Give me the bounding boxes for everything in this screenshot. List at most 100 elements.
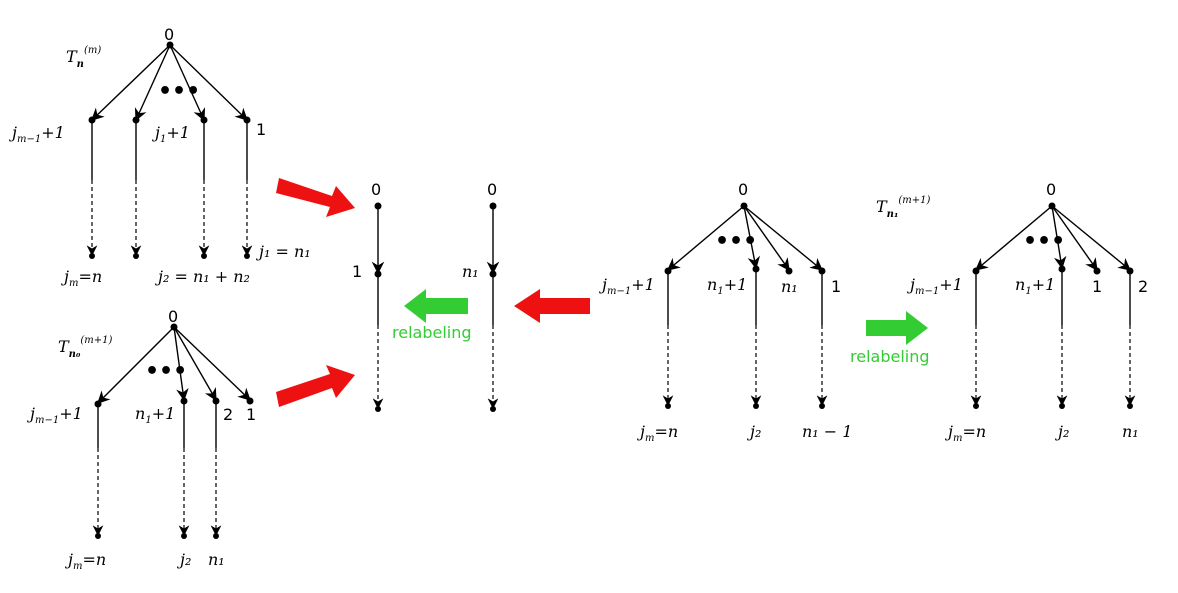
tree1-leaf-label: jm=n <box>61 267 102 289</box>
tree3-node <box>818 267 826 275</box>
chain2-node <box>489 202 497 210</box>
tree1-child-label: jm−1+1 <box>9 123 65 145</box>
tree4-node <box>1058 265 1066 273</box>
tree2-title: Tn₀(m+1) <box>58 335 112 360</box>
tree4-leaf-label: n₁ <box>1122 422 1139 441</box>
chain1-node <box>374 270 382 278</box>
tree-t-n0-m1: Tn₀(m+1) 0 ••• jm−1+1 n1+1 2 1 jm=n <box>27 307 256 572</box>
tree3-node <box>752 265 760 273</box>
chain-1: 0 1 <box>352 180 385 412</box>
tree2-edge <box>173 326 217 402</box>
tree4-edge <box>975 205 1053 271</box>
tree1-leaf-label: j₂ = n₁ + n₂ <box>155 267 250 286</box>
tree4-root-label: 0 <box>1046 180 1056 199</box>
tree1-node <box>243 116 251 124</box>
tree4-leaf-node <box>973 403 979 409</box>
tree2-leaf-node <box>213 533 219 539</box>
tree4-node <box>972 267 980 275</box>
tree4-child-label: jm−1+1 <box>907 275 963 297</box>
chain-2: 0 n₁ <box>462 180 500 412</box>
tree2-edge <box>173 326 251 401</box>
tree2-edge <box>173 326 189 402</box>
tree4-child-label: n1+1 <box>1015 275 1055 297</box>
tree2-child-label: 2 <box>223 405 233 424</box>
red-arrow-lower <box>276 365 355 407</box>
tree3-edge <box>667 205 745 271</box>
tree3-leaf-node <box>819 403 825 409</box>
tree3-leaf-label: j₂ <box>747 422 761 441</box>
tree3-ellipsis: ••• <box>715 229 757 254</box>
tree1-leaf-node <box>201 253 207 259</box>
tree2-leaf-node <box>181 533 187 539</box>
tree2-leaf-node <box>95 533 101 539</box>
tree4-ellipsis: ••• <box>1023 229 1065 254</box>
tree4-leaf-node <box>1059 403 1065 409</box>
tree1-title: Tn(m) <box>66 45 101 70</box>
tree4-node <box>1126 267 1134 275</box>
tree3-child-label: n₁ <box>781 277 798 296</box>
tree1-node <box>88 116 96 124</box>
tree2-edge <box>97 326 175 404</box>
tree1-edge <box>134 44 171 122</box>
tree1-edge <box>91 44 171 121</box>
tree1-ellipsis: ••• <box>158 79 200 104</box>
green-arrow-right <box>866 311 928 345</box>
tree-t-n1-m1: Tn₁(m+1) 0 ••• jm−1+1 n1+1 1 2 jm=n <box>876 180 1148 444</box>
tree2-node <box>246 397 254 405</box>
chain2-top-label: 0 <box>487 180 497 199</box>
tree3-edge <box>743 205 761 270</box>
tree3-root-label: 0 <box>738 180 748 199</box>
tree3-edge <box>743 205 790 272</box>
tree1-root-label: 0 <box>164 25 174 44</box>
tree1-child-label: 1 <box>256 120 266 139</box>
tree1-node <box>132 116 140 124</box>
chain2-mid-label: n₁ <box>462 262 479 281</box>
tree3-child-label: n1+1 <box>707 275 747 297</box>
tree3-child-label: jm−1+1 <box>599 275 655 297</box>
tree1-leaf-label: j₁ = n₁ <box>256 242 311 261</box>
tree4-leaf-label: jm=n <box>945 422 986 444</box>
relabeling-label-right: relabeling <box>850 347 930 366</box>
tree4-node <box>1093 267 1101 275</box>
tree3-child-label: 1 <box>831 277 841 296</box>
tree2-leaf-label: jm=n <box>65 550 106 572</box>
tree3-leaf-label: n₁ − 1 <box>802 422 852 441</box>
tree4-leaf-label: j₂ <box>1055 422 1069 441</box>
tree2-node <box>180 397 188 405</box>
tree2-leaf-label: n₁ <box>208 550 225 569</box>
tree3-edge <box>743 205 823 271</box>
tree2-node <box>212 397 220 405</box>
tree2-leaf-label: j₂ <box>177 550 191 569</box>
tree4-child-label: 1 <box>1092 277 1102 296</box>
tree3-leaf-node <box>665 403 671 409</box>
relabeling-label-left: relabeling <box>392 323 472 342</box>
tree3-node <box>785 267 793 275</box>
tree2-root-label: 0 <box>168 307 178 326</box>
tree4-leaf-node <box>1127 403 1133 409</box>
tree4-child-label: 2 <box>1138 277 1148 296</box>
chain1-leaf-node <box>375 406 381 412</box>
tree1-child-label: j1+1 <box>152 123 190 145</box>
chain2-leaf-node <box>490 406 496 412</box>
tree3-leaf-node <box>753 403 759 409</box>
tree1-leaf-node <box>244 253 250 259</box>
tree4-edge <box>1051 205 1098 272</box>
tree4-title: Tn₁(m+1) <box>876 195 930 220</box>
tree4-edge <box>1051 205 1131 271</box>
tree-t-n-m: Tn(m) 0 ••• jm−1+1 j1+1 1 jm= <box>9 25 311 289</box>
green-arrow-left <box>404 289 468 323</box>
tree4-edge <box>1051 205 1067 270</box>
tree2-child-label: 1 <box>246 405 256 424</box>
tree3-leaf-label: jm=n <box>637 422 678 444</box>
red-arrow-middle <box>514 289 590 323</box>
tree2-child-label: n1+1 <box>135 404 175 426</box>
chain1-top-label: 0 <box>371 180 381 199</box>
chain2-node <box>489 270 497 278</box>
chain1-node <box>374 202 382 210</box>
tree-3: 0 ••• jm−1+1 n1+1 n₁ 1 jm=n j₂ n₁ − 1 <box>599 180 852 444</box>
tree2-child-label: jm−1+1 <box>27 404 83 426</box>
tree1-node <box>200 116 208 124</box>
tree1-leaf-node <box>133 253 139 259</box>
tree2-node <box>94 400 102 408</box>
